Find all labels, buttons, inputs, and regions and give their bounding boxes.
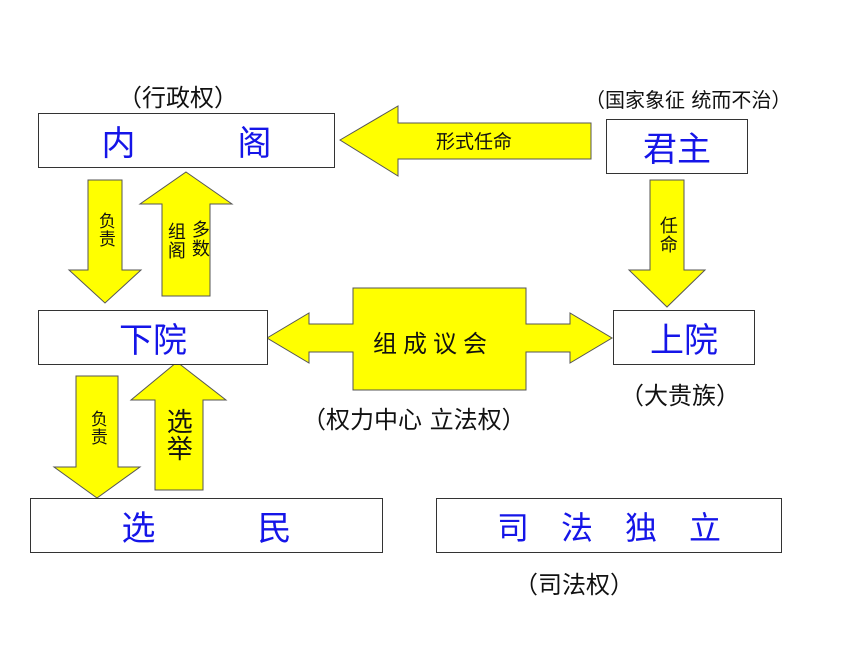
- node-monarch: 君主: [606, 119, 748, 174]
- label-responsible-to-lower: 负责: [94, 212, 115, 248]
- label-elect: 选举: [162, 408, 193, 462]
- note-upper-house: （大贵族）: [620, 382, 740, 410]
- arrow-monarch-to-cabinet: [339, 105, 592, 177]
- note-parliament: （权力中心 立法权）: [302, 406, 526, 434]
- arrow-monarch-to-upper-house: [627, 179, 707, 308]
- node-upper-house: 上院: [613, 310, 755, 365]
- note-monarch: （国家象征 统而不治）: [585, 88, 792, 112]
- label-form-cabinet: 组阁: [164, 222, 186, 260]
- label-formal-appointment: 形式任命: [436, 131, 513, 153]
- arrow-lower-house-to-voters: [52, 375, 142, 499]
- node-lower-house: 下院: [38, 310, 268, 365]
- arrow-cabinet-to-lower-house: [67, 179, 143, 304]
- node-judiciary: 司 法 独 立: [436, 498, 782, 553]
- node-cabinet: 内 阁: [38, 113, 335, 168]
- label-majority: 多数: [188, 220, 210, 258]
- arrow-lower-house-to-cabinet: [138, 171, 234, 297]
- node-voters: 选 民: [30, 498, 383, 553]
- note-judiciary: （司法权）: [514, 571, 634, 599]
- label-responsible-to-voters: 负责: [86, 410, 107, 446]
- note-cabinet: （行政权）: [118, 84, 238, 112]
- label-appoint: 任命: [656, 216, 678, 254]
- label-form-parliament: 组成议会: [373, 330, 493, 358]
- arrow-parliament-double: [266, 287, 613, 391]
- arrow-voters-to-lower-house: [129, 361, 228, 491]
